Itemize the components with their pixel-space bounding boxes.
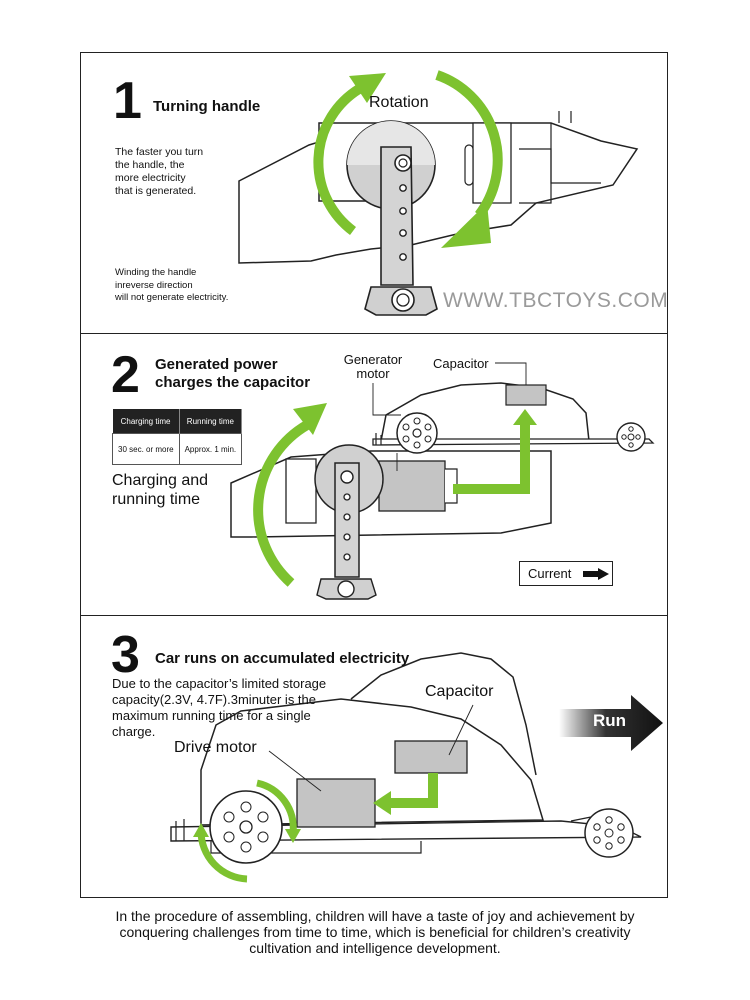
charging-illustration	[230, 362, 655, 600]
current-legend: Current	[519, 561, 613, 586]
watermark: WWW.TBCTOYS.COM	[443, 289, 669, 312]
run-label: Run	[593, 711, 627, 730]
run-arrow-icon	[559, 695, 663, 751]
drive-motor-label: Drive motor	[174, 739, 257, 756]
table-cell: 30 sec. or more	[112, 433, 180, 465]
handle-generator-illustration	[238, 70, 639, 316]
arrow-right-icon	[583, 568, 609, 580]
charging-time-table: Charging time Running time 30 sec. or mo…	[112, 409, 243, 465]
step-number: 3	[111, 626, 140, 684]
step-number: 2	[111, 346, 140, 404]
table-header: Running time	[179, 409, 243, 434]
rotation-label: Rotation	[369, 94, 429, 111]
run-arrow: Run	[559, 695, 663, 751]
legend-label: Current	[528, 566, 572, 581]
capacitor-label: Capacitor	[425, 683, 494, 700]
step-3-panel: 3 Car runs on accumulated electricity Du…	[80, 615, 668, 898]
step-title: Car runs on accumulated electricity	[155, 650, 410, 667]
car-running-illustration	[170, 652, 642, 883]
step-title: Turning handle	[153, 98, 261, 115]
table-cell: Approx. 1 min.	[178, 433, 243, 465]
footer-text: In the procedure of assembling, children…	[115, 908, 635, 956]
capacitor-label: Capacitor	[433, 356, 489, 371]
step-number: 1	[113, 72, 142, 130]
table-header: Charging time	[112, 409, 180, 434]
